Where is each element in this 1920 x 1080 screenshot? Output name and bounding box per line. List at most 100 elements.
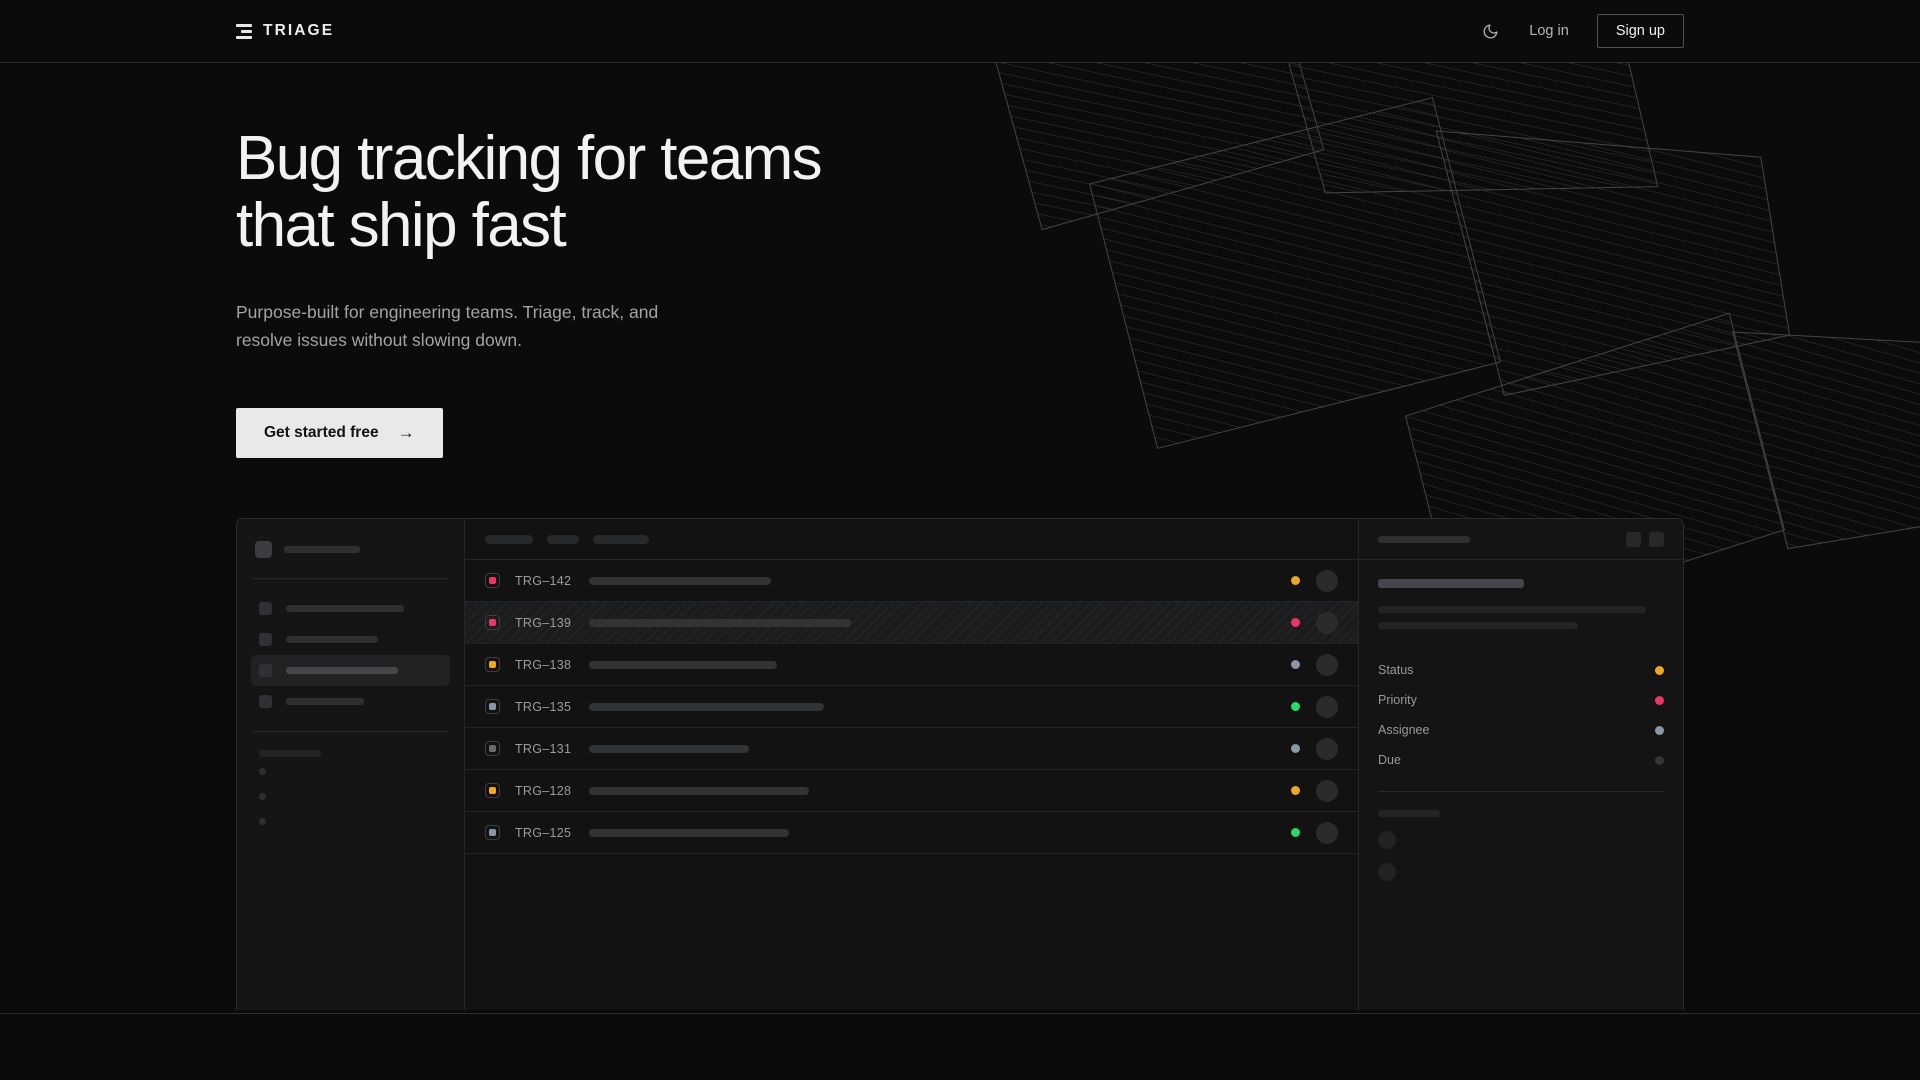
row-title-skeleton [589, 786, 809, 795]
toolbar-control-3[interactable] [593, 534, 649, 544]
brand-logo[interactable]: TRIAGE [236, 22, 334, 40]
detail-field-priority[interactable]: Priority [1378, 685, 1664, 715]
mockup-workspace-switcher[interactable] [251, 535, 450, 564]
site-header: TRIAGE Log in Sign up [0, 0, 1920, 63]
detail-title-skeleton [1378, 535, 1470, 543]
mockup-sidebar-nav [251, 593, 450, 717]
table-row[interactable]: TRG–131 [465, 728, 1358, 770]
row-title-skeleton [589, 660, 777, 669]
field-label: Assignee [1378, 723, 1430, 737]
row-issue-id: TRG–128 [515, 783, 572, 798]
row-assignee-avatar[interactable] [1316, 779, 1338, 802]
detail-action-1[interactable] [1626, 531, 1641, 547]
hero-subheading: Purpose-built for engineering teams. Tri… [236, 301, 659, 351]
toolbar-control-1[interactable] [485, 534, 533, 544]
row-assignee-avatar[interactable] [1316, 737, 1338, 760]
detail-action-buttons [1626, 531, 1664, 547]
detail-issue-title-skeleton [1378, 579, 1524, 588]
sidebar-item-1[interactable] [251, 593, 450, 624]
table-row[interactable]: TRG–139 [465, 602, 1358, 644]
field-label: Status [1378, 663, 1414, 677]
detail-panel-header [1359, 519, 1683, 560]
table-row[interactable]: TRG–135 [465, 686, 1358, 728]
field-value-dot [1655, 695, 1664, 705]
row-assignee-avatar[interactable] [1316, 653, 1338, 676]
row-issue-id: TRG–142 [515, 573, 572, 588]
detail-field-assignee[interactable]: Assignee [1378, 715, 1664, 745]
row-assignee-avatar[interactable] [1316, 569, 1338, 592]
sidebar-sub-item-2[interactable] [251, 784, 450, 809]
row-issue-id: TRG–139 [515, 615, 572, 630]
row-status-icon [485, 573, 500, 588]
row-status-icon [485, 741, 500, 756]
table-row[interactable]: TRG–128 [465, 770, 1358, 812]
detail-description-skeleton [1378, 606, 1664, 629]
row-issue-id: TRG–131 [515, 741, 572, 756]
detail-field-status[interactable]: Status [1378, 655, 1664, 685]
sidebar-item-icon [259, 664, 272, 677]
row-status-icon [485, 615, 500, 630]
sidebar-section-label-skeleton [259, 750, 321, 757]
field-value-dot [1655, 755, 1664, 765]
row-issue-id: TRG–138 [515, 657, 572, 672]
section-divider [0, 1013, 1920, 1014]
row-assignee-avatar[interactable] [1316, 695, 1338, 718]
row-title-skeleton [589, 576, 771, 585]
row-issue-id: TRG–135 [515, 699, 572, 714]
table-row[interactable]: TRG–125 [465, 812, 1358, 854]
sidebar-item-icon [259, 695, 272, 708]
sidebar-divider-top [253, 578, 448, 579]
sidebar-item-3[interactable] [251, 655, 450, 686]
row-status-icon [485, 699, 500, 714]
row-status-icon [485, 783, 500, 798]
mockup-sidebar-sub-items [251, 759, 450, 834]
sub-item-dot-icon [259, 818, 266, 825]
table-row[interactable]: TRG–142 [465, 560, 1358, 602]
field-value-dot [1655, 665, 1664, 675]
field-value-dot [1655, 725, 1664, 735]
comment-avatar-2 [1378, 863, 1396, 881]
row-priority-dot [1291, 618, 1300, 627]
detail-action-2[interactable] [1649, 531, 1664, 547]
workspace-name-skeleton [284, 546, 360, 553]
sidebar-item-label-skeleton [286, 636, 378, 643]
row-priority-dot [1291, 660, 1300, 669]
row-priority-dot [1291, 828, 1300, 837]
detail-field-due[interactable]: Due [1378, 745, 1664, 775]
workspace-logo-icon [255, 541, 272, 558]
sidebar-sub-item-1[interactable] [251, 759, 450, 784]
hero-section: Bug tracking for teams that ship fast Pu… [0, 23, 1920, 583]
sidebar-item-label-skeleton [286, 667, 398, 674]
toolbar-control-2[interactable] [547, 534, 579, 544]
mockup-list-toolbar [465, 519, 1358, 560]
detail-comments-label-skeleton [1378, 810, 1440, 817]
get-started-button[interactable]: Get started free → [236, 407, 443, 458]
field-label: Priority [1378, 693, 1417, 707]
row-priority-dot [1291, 786, 1300, 795]
signup-button[interactable]: Sign up [1596, 14, 1684, 48]
login-link[interactable]: Log in [1529, 23, 1569, 39]
row-title-skeleton [589, 828, 789, 837]
moon-icon[interactable] [1479, 20, 1501, 42]
row-issue-id: TRG–125 [515, 825, 572, 840]
row-title-skeleton [589, 618, 851, 627]
sidebar-item-label-skeleton [286, 698, 364, 705]
decorative-hatched-panels [980, 23, 1920, 583]
sidebar-item-label-skeleton [286, 605, 404, 612]
row-priority-dot [1291, 744, 1300, 753]
sidebar-item-2[interactable] [251, 624, 450, 655]
table-row[interactable]: TRG–138 [465, 644, 1358, 686]
sidebar-item-4[interactable] [251, 686, 450, 717]
sidebar-sub-item-3[interactable] [251, 809, 450, 834]
row-assignee-avatar[interactable] [1316, 821, 1338, 844]
sidebar-item-icon [259, 633, 272, 646]
row-status-icon [485, 825, 500, 840]
row-assignee-avatar[interactable] [1316, 611, 1338, 634]
